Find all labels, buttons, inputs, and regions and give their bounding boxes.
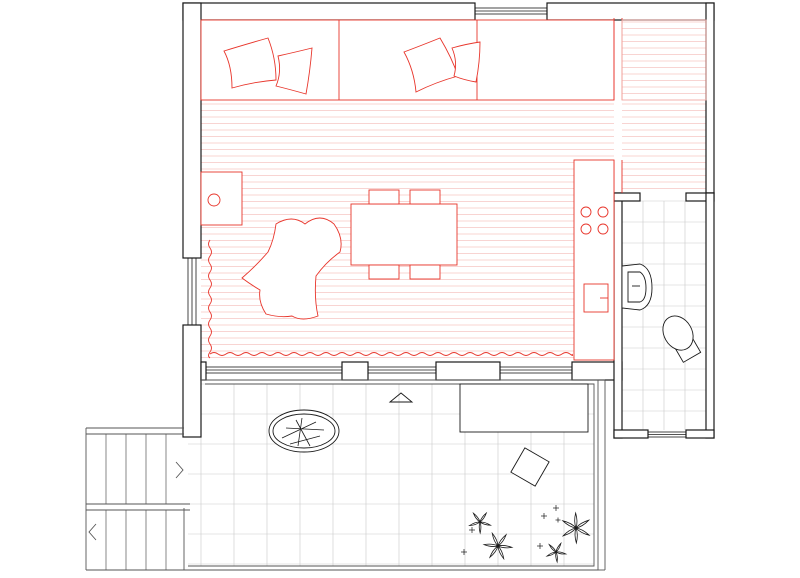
shelf (621, 19, 707, 101)
entry-steps (85, 427, 190, 571)
wall-top-left (182, 2, 476, 21)
chair-icon (409, 189, 441, 205)
dining-table-icon (350, 203, 458, 266)
wall-left-upper (182, 2, 202, 259)
bench-icon (459, 383, 589, 433)
bathroom-wall-top (613, 192, 641, 202)
bathroom-wall-bottom-right (685, 429, 715, 439)
side-cabinet (200, 171, 243, 226)
stair-arrow-icon (175, 461, 184, 479)
stove-icon (597, 206, 609, 218)
washbasin-icon (621, 263, 653, 311)
toilet-icon (662, 315, 702, 363)
lamp-icon (207, 193, 221, 207)
stove-icon (580, 223, 592, 235)
plant-icon (545, 541, 568, 564)
plant-icon (561, 511, 591, 545)
chair-icon (368, 264, 400, 280)
bathroom-wall-bottom-left (613, 429, 649, 439)
firewood-icon (281, 417, 325, 447)
cushion-icon (451, 41, 481, 83)
plants (461, 505, 591, 564)
rug-icon (241, 217, 342, 320)
interior-furniture (200, 18, 707, 361)
chair-icon (409, 264, 441, 280)
entry-stairs (105, 434, 167, 570)
kitchen-counter (573, 159, 615, 361)
bathroom-tile-grid (621, 200, 707, 430)
curtain-left (208, 239, 212, 359)
wall-bottom-c (435, 361, 501, 381)
wall-bottom-a (200, 361, 207, 381)
stove-icon (580, 206, 592, 218)
wall-top-right (546, 2, 715, 21)
terrace-edges (183, 379, 606, 571)
bathroom-wall-left (613, 192, 623, 439)
cushion-icon (223, 37, 277, 89)
bathroom-fixtures (621, 263, 702, 363)
curtain-bottom (209, 352, 574, 356)
fire-pit-icon (268, 409, 340, 453)
stove-icon (597, 223, 609, 235)
wall-left-lower (182, 324, 202, 438)
stair-arrow-icon (88, 523, 97, 541)
arrow-up-icon (388, 392, 414, 403)
wall-right-upper (705, 2, 715, 194)
plant-icon (468, 511, 492, 535)
chair-icon (368, 189, 400, 205)
terrace-furniture (268, 383, 589, 487)
bathroom-wall-right (705, 192, 715, 439)
wall-bottom-b (341, 361, 369, 381)
cushion-icon (275, 47, 313, 95)
windows (187, 7, 687, 438)
plant-icon (482, 531, 514, 561)
lounge-chair-icon (510, 447, 550, 487)
